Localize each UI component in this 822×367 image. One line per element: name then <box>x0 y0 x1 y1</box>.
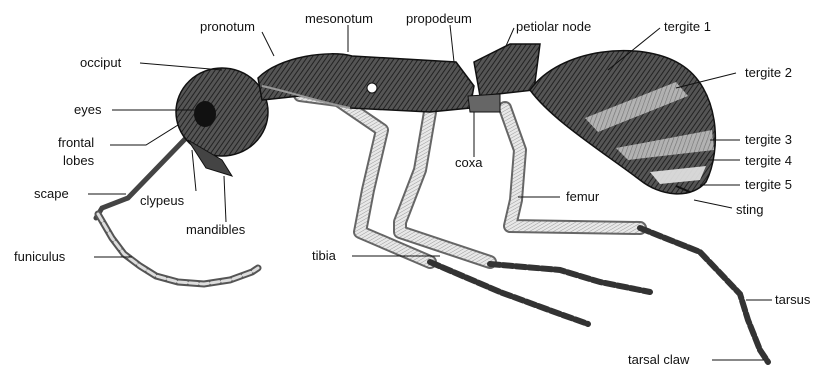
label-femur: femur <box>566 189 600 204</box>
label-tergite-5: tergite 5 <box>745 177 792 192</box>
label-pronotum: pronotum <box>200 19 255 34</box>
label-frontal: frontal <box>58 135 94 150</box>
label-tarsal-claw: tarsal claw <box>628 352 690 367</box>
label-mesonotum: mesonotum <box>305 11 373 26</box>
antenna <box>96 138 258 284</box>
ant-illustration <box>96 44 768 362</box>
mesosoma <box>258 54 474 112</box>
label-scape: scape <box>34 186 69 201</box>
label-eyes: eyes <box>74 102 102 117</box>
label-occiput: occiput <box>80 55 122 70</box>
head <box>176 68 268 176</box>
label-sting: sting <box>736 202 763 217</box>
label-tibia: tibia <box>312 248 337 263</box>
label-petiolar-node: petiolar node <box>516 19 591 34</box>
label-tarsus: tarsus <box>775 292 811 307</box>
gaster <box>530 51 715 194</box>
label-tergite-2: tergite 2 <box>745 65 792 80</box>
label-tergite-1: tergite 1 <box>664 19 711 34</box>
label-funiculus: funiculus <box>14 249 66 264</box>
label-propodeum: propodeum <box>406 11 472 26</box>
label-tergite-4: tergite 4 <box>745 153 792 168</box>
label-coxa: coxa <box>455 155 483 170</box>
label-tergite-3: tergite 3 <box>745 132 792 147</box>
label-lobes: lobes <box>63 153 95 168</box>
label-clypeus: clypeus <box>140 193 185 208</box>
label-mandibles: mandibles <box>186 222 246 237</box>
